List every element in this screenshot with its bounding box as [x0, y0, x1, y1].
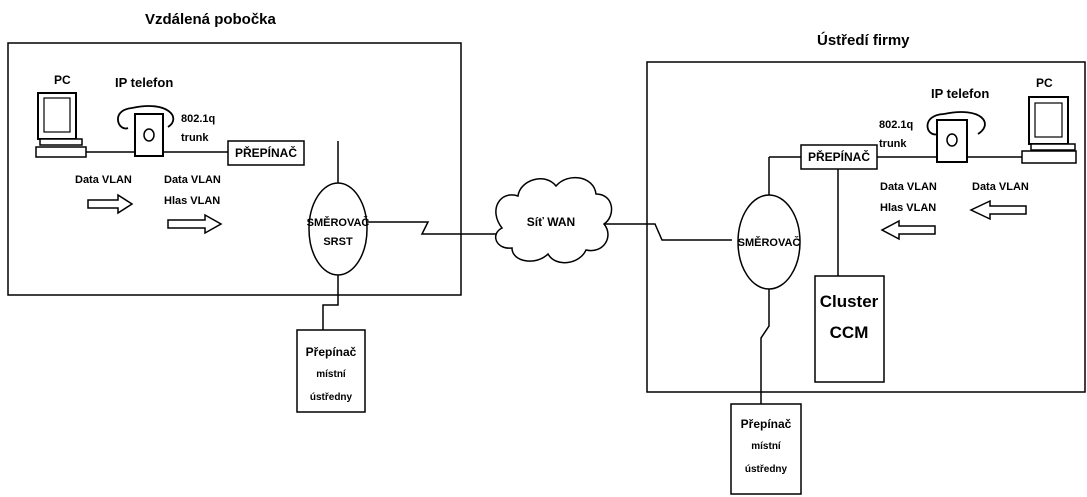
hq-pc-icon — [1021, 96, 1077, 164]
hq-phone-label: IP telefon — [931, 86, 989, 101]
hq-switch-label: PŘEPÍNAČ — [808, 149, 870, 164]
branch-data-vlan-label: Data VLAN — [75, 174, 132, 186]
wan-label: Síť WAN — [527, 215, 575, 229]
hq-boundary — [646, 61, 1086, 393]
branch-arrow-right-2-icon — [167, 213, 223, 235]
branch-router — [308, 182, 368, 276]
link-wan-hq-router — [604, 223, 732, 241]
link-branch-router-wan — [367, 221, 500, 235]
hq-router-label: SMĚROVAČ — [738, 236, 801, 249]
branch-pbx — [296, 329, 366, 413]
branch-pbx-label-1: Přepínač — [306, 345, 357, 359]
branch-trunk-label-2: trunk — [181, 132, 209, 144]
branch-trunk-label-1: 802.1q — [181, 113, 215, 125]
link-hq-router-pbx — [760, 289, 770, 404]
branch-pbx-label-3: ústředny — [310, 392, 353, 403]
hq-pc-label: PC — [1036, 76, 1053, 90]
branch-router-label-2: SRST — [323, 236, 353, 248]
hq-data-vlan-label: Data VLAN — [880, 181, 937, 193]
link-branch-router-pbx — [322, 275, 339, 330]
hq-cluster-label-2: CCM — [830, 323, 869, 342]
hq-arrow-left-1-icon — [969, 199, 1027, 221]
branch-pbx-label-2: místní — [316, 369, 347, 380]
branch-boundary — [7, 42, 462, 296]
hq-pbx-label-3: ústředny — [745, 464, 788, 475]
branch-data-vlan-2: Data VLAN — [164, 174, 221, 186]
hq-cluster-label-1: Cluster — [820, 292, 879, 311]
branch-arrow-right-1-icon — [87, 193, 134, 215]
hq-title: Ústředí firmy — [817, 31, 910, 49]
hq-ip-phone-icon — [926, 111, 986, 163]
branch-voice-vlan: Hlas VLAN — [164, 195, 220, 207]
branch-switch-label: PŘEPÍNAČ — [235, 145, 297, 160]
hq-switch — [800, 144, 878, 170]
hq-trunk-label-2: trunk — [879, 138, 907, 150]
branch-ip-phone-icon — [117, 105, 175, 157]
hq-voice-vlan: Hlas VLAN — [880, 202, 936, 214]
branch-pc-label: PC — [54, 73, 71, 87]
hq-pbx-label-2: místní — [751, 441, 782, 452]
hq-pbx-label-1: Přepínač — [741, 417, 792, 431]
hq-cluster-ccm — [814, 275, 885, 383]
branch-switch — [227, 140, 305, 166]
hq-data-vlan-2: Data VLAN — [972, 181, 1029, 193]
branch-pc-icon — [35, 92, 87, 158]
branch-router-label-1: SMĚROVAČ — [307, 216, 370, 229]
hq-arrow-left-2-icon — [880, 219, 936, 241]
branch-phone-label: IP telefon — [115, 75, 173, 90]
hq-pbx — [730, 403, 802, 495]
hq-trunk-label-1: 802.1q — [879, 119, 913, 131]
branch-title: Vzdálená pobočka — [145, 11, 277, 28]
